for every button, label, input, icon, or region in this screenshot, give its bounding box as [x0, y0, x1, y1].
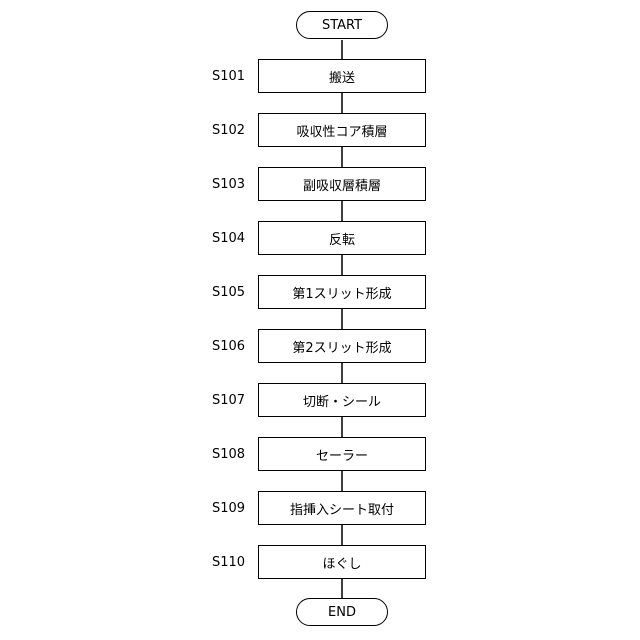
process-label: 反転 — [329, 229, 355, 248]
step-id: S104 — [212, 221, 252, 255]
process-box: 反転 — [258, 221, 426, 255]
process-label: 指挿入シート取付 — [290, 499, 394, 518]
process-label: 吸収性コア積層 — [296, 121, 387, 140]
start-label: START — [322, 18, 362, 33]
start-terminal: START — [296, 11, 388, 39]
step-id: S103 — [212, 167, 252, 201]
step-id: S106 — [212, 329, 252, 363]
step-id: S102 — [212, 113, 252, 147]
process-label: セーラー — [316, 445, 368, 464]
process-box: 吸収性コア積層 — [258, 113, 426, 147]
process-box: セーラー — [258, 437, 426, 471]
process-box: 切断・シール — [258, 383, 426, 417]
process-box: 第1スリット形成 — [258, 275, 426, 309]
step-id: S108 — [212, 437, 252, 471]
step-id: S105 — [212, 275, 252, 309]
step-id: S110 — [212, 545, 252, 579]
step-id: S101 — [212, 59, 252, 93]
process-box: ほぐし — [258, 545, 426, 579]
step-id: S107 — [212, 383, 252, 417]
process-label: ほぐし — [322, 553, 361, 572]
process-box: 搬送 — [258, 59, 426, 93]
process-label: 第1スリット形成 — [292, 283, 391, 302]
end-terminal: END — [296, 598, 388, 626]
end-label: END — [328, 605, 356, 620]
step-id: S109 — [212, 491, 252, 525]
process-box: 指挿入シート取付 — [258, 491, 426, 525]
process-label: 副吸収層積層 — [303, 175, 381, 194]
process-box: 第2スリット形成 — [258, 329, 426, 363]
process-label: 第2スリット形成 — [292, 337, 391, 356]
process-box: 副吸収層積層 — [258, 167, 426, 201]
process-label: 搬送 — [329, 67, 355, 86]
process-label: 切断・シール — [303, 391, 381, 410]
